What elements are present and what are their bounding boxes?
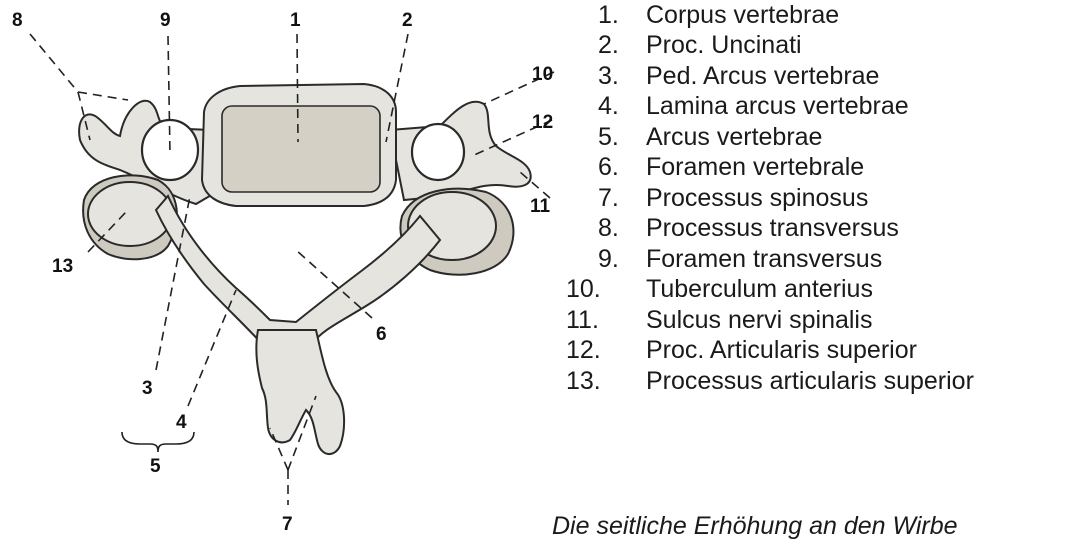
legend-number: 9. (566, 245, 646, 274)
caption-text: Die seitliche Erhöhung an den Wirbe (552, 512, 958, 541)
legend-item: 10.Tuberculum anterius (566, 275, 974, 306)
vertebral-body-surface (222, 106, 380, 192)
legend-number: 1. (566, 1, 646, 30)
legend-term: Ped. Arcus vertebrae (646, 62, 879, 91)
legend-term: Proc. Articularis superior (646, 336, 917, 365)
legend-item: 7.Processus spinosus (566, 183, 974, 214)
legend-term: Arcus vertebrae (646, 123, 822, 152)
legend-term: Foramen transversus (646, 245, 882, 274)
callout-6: 6 (376, 324, 387, 345)
legend-term: Processus spinosus (646, 184, 868, 213)
callout-11: 11 (530, 196, 551, 217)
legend-item: 12.Proc. Articularis superior (566, 336, 974, 367)
callout-10: 10 (532, 64, 553, 85)
callout-13: 13 (52, 256, 73, 277)
legend-number: 5. (566, 123, 646, 152)
legend-item: 3.Ped. Arcus vertebrae (566, 61, 974, 92)
right-foramen-transversarium (412, 124, 464, 180)
legend-item: 4.Lamina arcus vertebrae (566, 92, 974, 123)
bracket-5 (122, 432, 194, 452)
callout-2: 2 (402, 10, 413, 31)
legend-number: 8. (566, 214, 646, 243)
legend-number: 3. (566, 62, 646, 91)
legend-item: 11.Sulcus nervi spinalis (566, 305, 974, 336)
legend-number: 10. (566, 275, 646, 304)
legend-term: Sulcus nervi spinalis (646, 306, 873, 335)
legend-number: 7. (566, 184, 646, 213)
legend-item: 9.Foramen transversus (566, 244, 974, 275)
legend-item: 6.Foramen vertebrale (566, 153, 974, 184)
legend-term: Lamina arcus vertebrae (646, 92, 909, 121)
legend-list: 1.Corpus vertebrae 2.Proc. Uncinati 3.Pe… (566, 0, 974, 397)
legend-term: Processus articularis superior (646, 367, 974, 396)
legend-term: Corpus vertebrae (646, 1, 839, 30)
legend-item: 8.Processus transversus (566, 214, 974, 245)
vertebra-illustration: 1 2 3 4 5 6 7 8 9 10 11 12 13 (0, 0, 560, 547)
callout-4: 4 (176, 412, 187, 433)
legend-number: 11. (566, 306, 646, 335)
callout-1: 1 (290, 10, 301, 31)
legend-item: 1.Corpus vertebrae (566, 0, 974, 31)
legend-number: 13. (566, 367, 646, 396)
legend-term: Proc. Uncinati (646, 31, 802, 60)
callout-7: 7 (282, 514, 293, 535)
legend-term: Processus transversus (646, 214, 899, 243)
legend-number: 12. (566, 336, 646, 365)
callout-9: 9 (160, 10, 171, 31)
callout-12: 12 (532, 112, 553, 133)
callout-3: 3 (142, 378, 153, 399)
legend-number: 6. (566, 153, 646, 182)
legend-term: Tuberculum anterius (646, 275, 873, 304)
legend-number: 4. (566, 92, 646, 121)
legend-term: Foramen vertebrale (646, 153, 864, 182)
callout-8: 8 (12, 10, 23, 31)
callout-5: 5 (150, 456, 161, 477)
legend-number: 2. (566, 31, 646, 60)
legend-item: 5.Arcus vertebrae (566, 122, 974, 153)
legend-item: 13.Processus articularis superior (566, 366, 974, 397)
legend-item: 2.Proc. Uncinati (566, 31, 974, 62)
